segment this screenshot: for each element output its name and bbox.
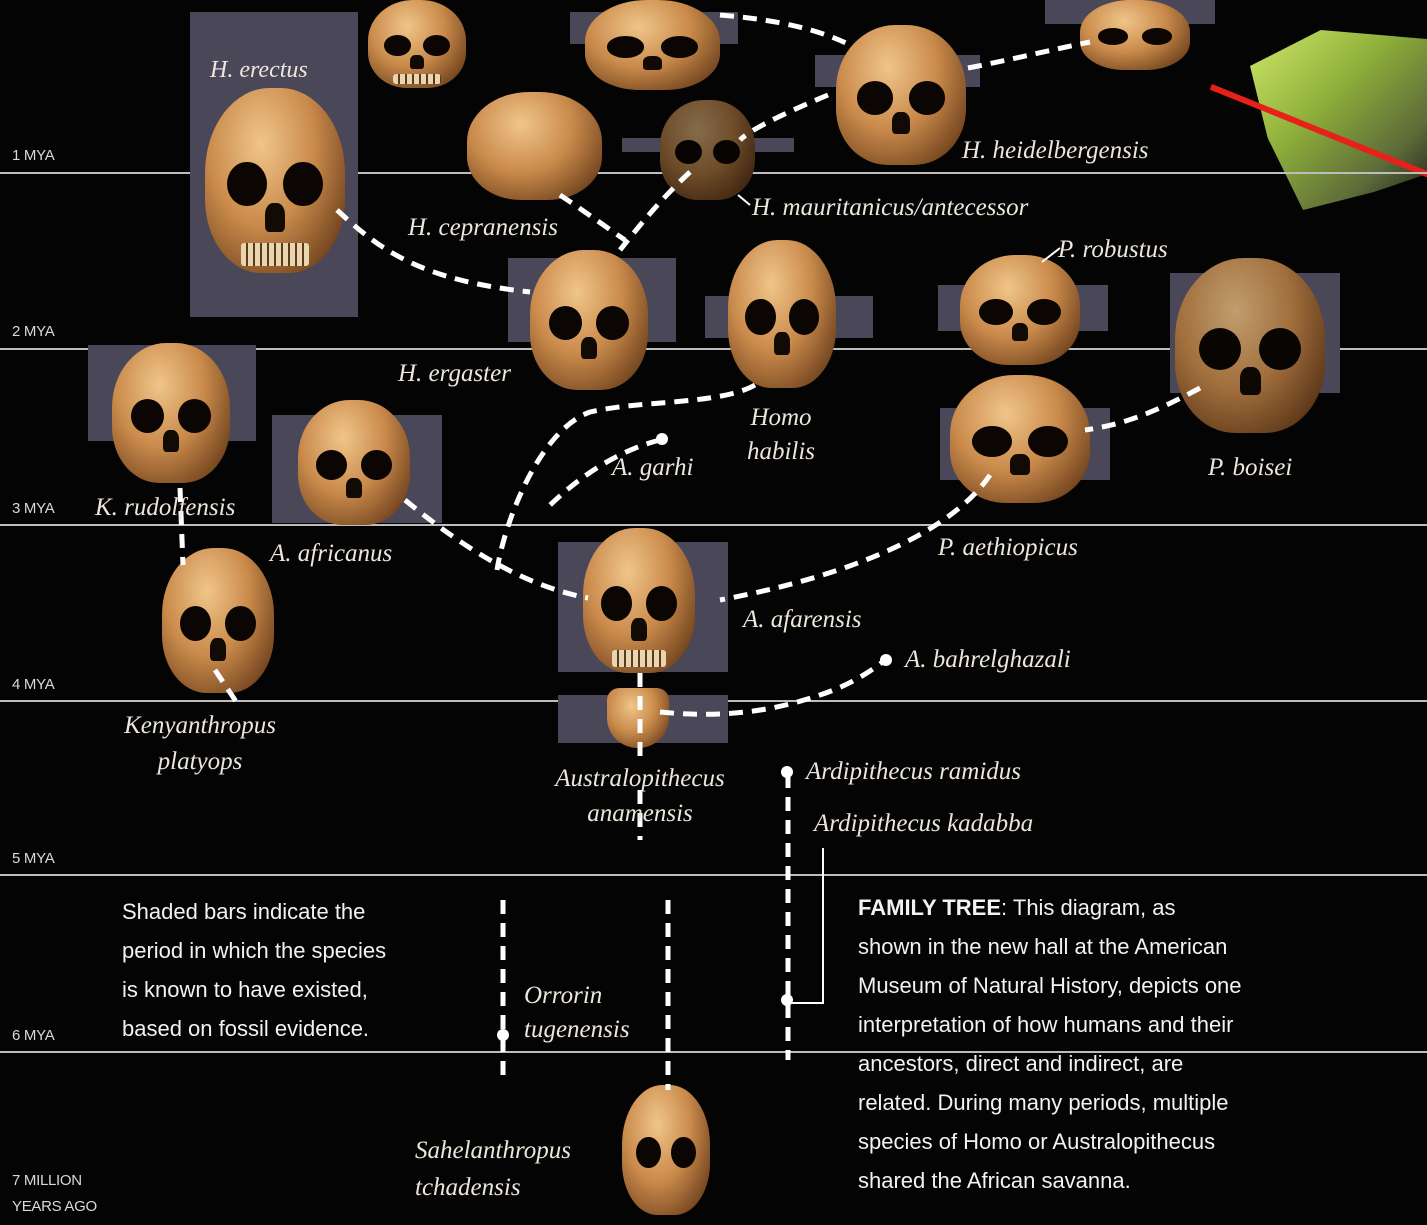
label-a-anamensis-1: Australopithecus — [525, 763, 755, 794]
caption-line: shared the African savanna. — [858, 1161, 1398, 1200]
label-h-mauritanicus: H. mauritanicus/antecessor — [752, 192, 1028, 223]
node-a-bahrelghazali — [880, 654, 892, 666]
label-kenyanthropus-1: Kenyanthropus — [95, 710, 305, 741]
caption: FAMILY TREE: This diagram, as shown in t… — [858, 888, 1398, 1200]
legend-note: Shaded bars indicate the period in which… — [122, 892, 386, 1048]
node-ardi-ramidus — [781, 766, 793, 778]
label-a-anamensis-2: anamensis — [525, 798, 755, 829]
legend-note-line: is known to have existed, — [122, 970, 386, 1009]
label-h-ergaster: H. ergaster — [398, 358, 511, 389]
label-a-africanus: A. africanus — [270, 538, 392, 569]
label-sahelanthropus-1: Sahelanthropus — [415, 1135, 571, 1166]
label-sahelanthropus-2: tchadensis — [415, 1172, 521, 1203]
label-orrorin-1: Orrorin — [524, 980, 602, 1011]
label-a-bahrelghazali: A. bahrelghazali — [905, 644, 1071, 675]
label-h-erectus: H. erectus — [210, 55, 308, 85]
label-p-aethiopicus: P. aethiopicus — [938, 532, 1078, 563]
label-homo-habilis-1: Homo — [736, 402, 826, 433]
caption-line-text: : This diagram, as — [1001, 895, 1175, 920]
caption-line: related. During many periods, multiple — [858, 1083, 1398, 1122]
label-k-rudolfensis: K. rudolfensis — [95, 492, 235, 523]
label-homo-habilis-2: habilis — [736, 436, 826, 467]
label-h-heidelbergensis: H. heidelbergensis — [962, 135, 1149, 166]
legend-note-line: Shaded bars indicate the — [122, 892, 386, 931]
legend-note-line: period in which the species — [122, 931, 386, 970]
label-orrorin-2: tugenensis — [524, 1014, 630, 1045]
caption-line: ancestors, direct and indirect, are — [858, 1044, 1398, 1083]
label-p-boisei: P. boisei — [1208, 452, 1292, 483]
legend-note-line: based on fossil evidence. — [122, 1009, 386, 1048]
node-a-garhi — [656, 433, 668, 445]
label-ardi-kadabba: Ardipithecus kadabba — [814, 808, 1033, 839]
caption-line: Museum of Natural History, depicts one — [858, 966, 1398, 1005]
label-a-afarensis: A. afarensis — [743, 604, 862, 635]
node-ardi-kadabba — [781, 994, 793, 1006]
caption-line: shown in the new hall at the American — [858, 927, 1398, 966]
label-h-cepranensis: H. cepranensis — [408, 212, 558, 243]
node-orrorin — [497, 1029, 509, 1041]
label-p-robustus: P. robustus — [1058, 234, 1168, 265]
caption-line: FAMILY TREE: This diagram, as — [858, 888, 1398, 927]
label-kenyanthropus-2: platyops — [95, 746, 305, 777]
caption-line: species of Homo or Australopithecus — [858, 1122, 1398, 1161]
caption-line: interpretation of how humans and their — [858, 1005, 1398, 1044]
label-a-garhi: A. garhi — [612, 452, 694, 483]
caption-heading: FAMILY TREE — [858, 895, 1001, 920]
label-ardi-ramidus: Ardipithecus ramidus — [806, 756, 1021, 787]
